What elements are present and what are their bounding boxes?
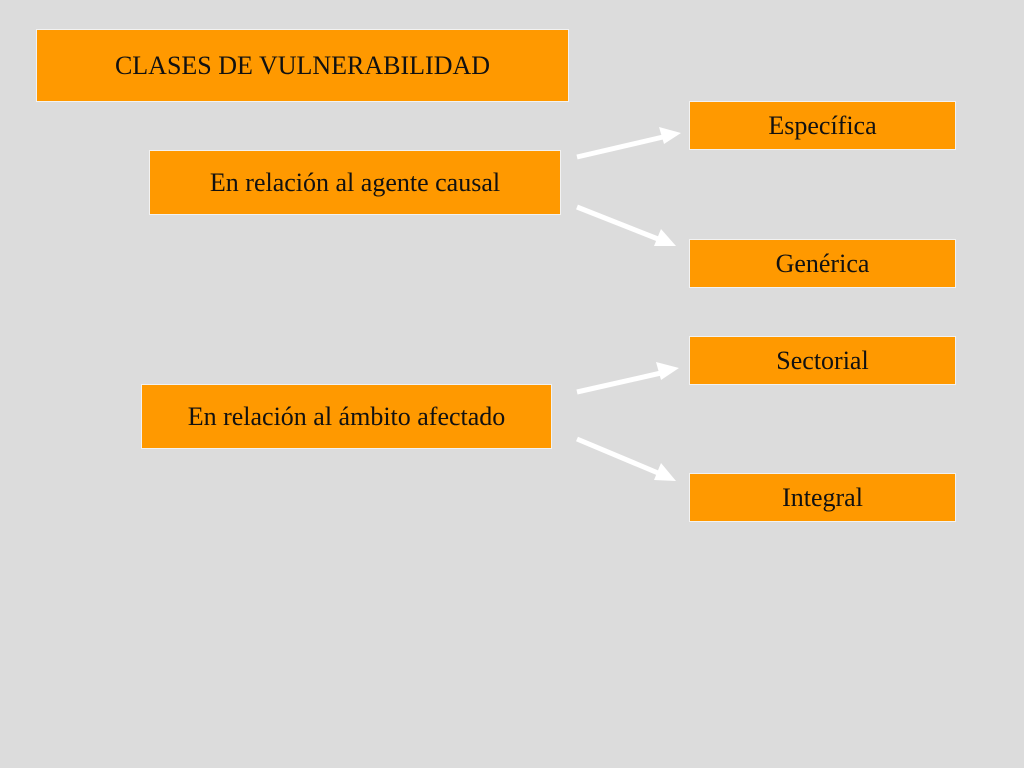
type-integral-label: Integral	[782, 482, 863, 512]
type-especifica-label: Específica	[768, 110, 877, 140]
arrow-to-generica	[576, 204, 676, 246]
diagram-title: CLASES DE VULNERABILIDAD	[114, 50, 491, 80]
arrow-to-integral	[576, 436, 676, 481]
arrow-to-sectorial	[576, 362, 679, 395]
category-ambito-afectado-box: En relación al ámbito afectado	[141, 384, 552, 449]
type-especifica-box: Específica	[689, 101, 956, 150]
type-sectorial-box: Sectorial	[689, 336, 956, 385]
category-agent-causal-label: En relación al agente causal	[209, 167, 501, 197]
category-ambito-afectado-label: En relación al ámbito afectado	[187, 401, 506, 431]
type-generica-box: Genérica	[689, 239, 956, 288]
category-agent-causal-box: En relación al agente causal	[149, 150, 561, 215]
type-generica-label: Genérica	[775, 248, 870, 278]
arrow-to-especifica	[576, 127, 681, 160]
type-sectorial-label: Sectorial	[776, 345, 869, 375]
type-integral-box: Integral	[689, 473, 956, 522]
title-box: CLASES DE VULNERABILIDAD	[36, 29, 569, 102]
